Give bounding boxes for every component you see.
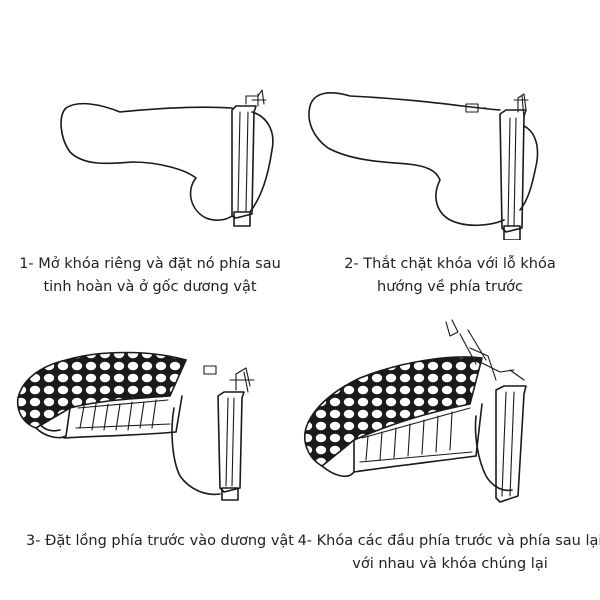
step-2-caption-line-1: 2- Thắt chặt khóa với lỗ khóa — [344, 256, 556, 272]
step-1-illustration — [60, 89, 274, 227]
step-2-illustration — [308, 92, 539, 240]
step-2-panel: 2- Thắt chặt khóa với lỗ khóa hướng về p… — [300, 0, 600, 300]
cage-mesh-1 — [16, 351, 188, 429]
step-1-caption-line-2: tinh hoàn và ở gốc dương vật — [43, 279, 257, 295]
step-3-caption-line-1: 3- Đặt lồng phía trước vào dương vật — [26, 533, 294, 549]
step-2-caption-line-2: hướng về phía trước — [377, 279, 523, 295]
step-4-illustration — [304, 319, 527, 503]
step-1-caption-line-1: 1- Mở khóa riêng và đặt nó phía sau — [19, 256, 281, 272]
step-1-caption: 1- Mở khóa riêng và đặt nó phía sau tinh… — [0, 253, 300, 299]
step-3-illustration — [16, 351, 255, 501]
step-3-caption: 3- Đặt lồng phía trước vào dương vật — [10, 530, 310, 553]
step-1-panel: 1- Mở khóa riêng và đặt nó phía sau tinh… — [0, 0, 300, 300]
step-2-caption: 2- Thắt chặt khóa với lỗ khóa hướng về p… — [300, 253, 600, 299]
step-4-caption: 4- Khóa các đầu phía trước và phía sau l… — [292, 530, 600, 576]
cage-mesh-2 — [304, 356, 484, 467]
step-3-panel: 3- Đặt lồng phía trước vào dương vật — [0, 300, 300, 600]
step-4-panel: 4- Khóa các đầu phía trước và phía sau l… — [298, 300, 600, 600]
step-4-caption-line-1: 4- Khóa các đầu phía trước và phía sau l… — [297, 533, 600, 549]
step-4-caption-line-2: với nhau và khóa chúng lại — [352, 556, 548, 572]
